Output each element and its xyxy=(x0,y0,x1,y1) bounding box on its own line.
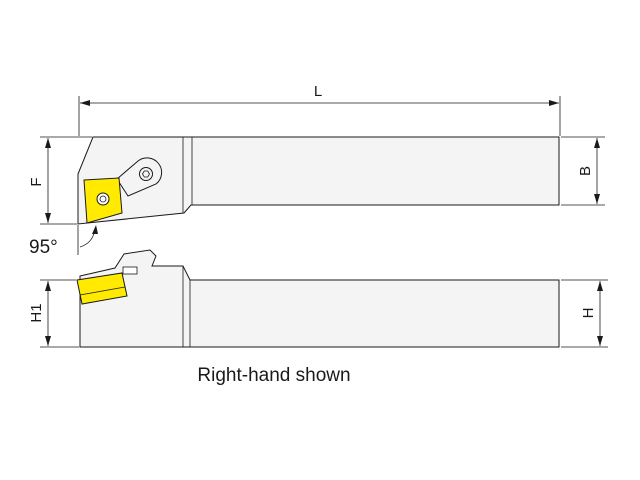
top-view xyxy=(77,136,560,225)
f-arrow-bottom xyxy=(45,213,51,223)
clamp-screw xyxy=(139,167,153,181)
angle-label: 95° xyxy=(29,237,58,258)
dimension-f: F xyxy=(28,136,92,225)
hex-socket-icon xyxy=(142,170,150,178)
dimension-l: L xyxy=(78,83,561,136)
insert-hole-inner xyxy=(99,195,107,203)
side-view xyxy=(76,249,560,348)
dimension-h: H xyxy=(561,279,608,348)
l-arrow-left xyxy=(80,100,90,106)
h1-arrow-bottom xyxy=(45,336,51,346)
b-arrow-bottom xyxy=(594,194,600,204)
h-arrow-top xyxy=(597,281,603,291)
dimension-h1: H1 xyxy=(28,279,79,348)
clamp-lever xyxy=(116,157,163,197)
l-label: L xyxy=(314,83,322,100)
clamp-screw-side xyxy=(122,266,138,275)
caption: Right-hand shown xyxy=(197,365,350,386)
h1-label: H1 xyxy=(28,303,45,322)
h-label: H xyxy=(580,308,597,319)
h-arrow-bottom xyxy=(597,336,603,346)
top-view-shank xyxy=(77,136,560,225)
angle-arrow xyxy=(92,225,98,234)
l-arrow-right xyxy=(549,100,559,106)
dimension-b: B xyxy=(561,136,605,206)
b-label: B xyxy=(577,166,594,176)
b-arrow-top xyxy=(594,138,600,148)
angle-arc xyxy=(79,228,96,248)
cutting-insert-side xyxy=(76,272,128,305)
f-arrow-top xyxy=(45,138,51,148)
side-view-shank xyxy=(79,249,560,348)
insert-bottom-edge xyxy=(79,286,126,296)
insert-hole xyxy=(96,192,110,206)
angle-95: 95° xyxy=(29,225,98,258)
f-label: F xyxy=(28,177,45,186)
h1-arrow-top xyxy=(45,281,51,291)
